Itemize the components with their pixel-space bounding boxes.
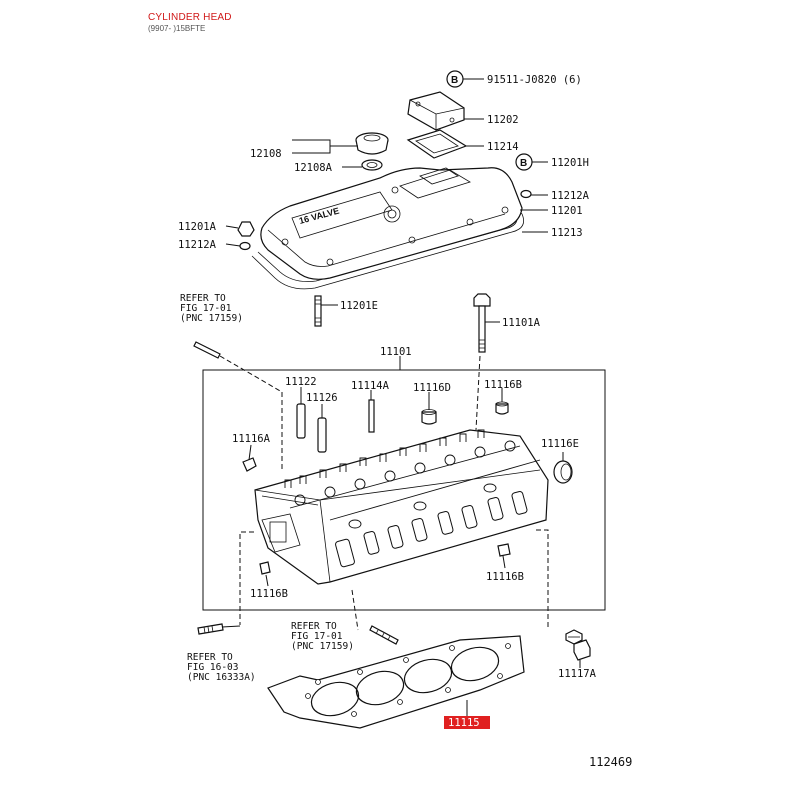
- label-11201a[interactable]: 11201A: [178, 221, 217, 233]
- label-11117a[interactable]: 11117A: [558, 668, 597, 680]
- label-11116b-top[interactable]: 11116B: [484, 379, 522, 391]
- plug-11116d[interactable]: [421, 409, 437, 425]
- label-11116b-left[interactable]: 11116B: [250, 588, 288, 600]
- cylinder-head[interactable]: [254, 429, 549, 585]
- bolt-marker-top[interactable]: B: [446, 70, 464, 88]
- ventilation-case-gasket[interactable]: [406, 129, 468, 159]
- ref-line: REFER TO: [180, 293, 226, 304]
- ref-line: FIG 16-03: [187, 662, 238, 673]
- cylinder-head-gasket[interactable]: [267, 635, 525, 729]
- ref-line: (PNC 17159): [291, 641, 354, 652]
- exhaust-stud-lower-mid[interactable]: [369, 625, 399, 645]
- bolt-11101a[interactable]: [473, 293, 491, 353]
- label-11201h[interactable]: 11201H: [551, 157, 589, 169]
- reference-note-top-left[interactable]: REFER TO FIG 17-01 (PNC 17159): [180, 293, 243, 324]
- highlighted-part-marker[interactable]: [444, 716, 490, 729]
- label-12108[interactable]: 12108: [250, 148, 282, 160]
- ref-line: (PNC 17159): [180, 313, 243, 324]
- label-11202[interactable]: 11202: [487, 114, 519, 126]
- stud-11201e[interactable]: [314, 295, 322, 327]
- cover-seal-washer-right[interactable]: [520, 189, 532, 199]
- ref-line: (PNC 16333A): [187, 672, 256, 683]
- diagram-subtitle: (9907- )15BFTE: [148, 24, 206, 33]
- exhaust-stud-lower-left[interactable]: [197, 623, 224, 635]
- oil-filler-cap[interactable]: [355, 132, 389, 155]
- valve-cover-gasket[interactable]: [251, 195, 525, 290]
- label-11126[interactable]: 11126: [306, 392, 338, 404]
- label-11116e[interactable]: 11116E: [541, 438, 579, 450]
- bolt-marker-letter: B: [520, 158, 527, 169]
- label-11214[interactable]: 11214: [487, 141, 519, 153]
- ventilation-case-cover[interactable]: [407, 91, 465, 131]
- reference-note-bottom-mid[interactable]: REFER TO FIG 17-01 (PNC 17159): [291, 621, 354, 652]
- diagram-title: CYLINDER HEAD: [148, 12, 232, 23]
- label-11213[interactable]: 11213: [551, 227, 583, 239]
- label-11212a-right[interactable]: 11212A: [551, 190, 590, 202]
- exhaust-stud-upper[interactable]: [193, 341, 221, 359]
- ref-line: REFER TO: [291, 621, 337, 632]
- label-12108a[interactable]: 12108A: [294, 162, 333, 174]
- label-11122[interactable]: 11122: [285, 376, 317, 388]
- label-11116a[interactable]: 11116A: [232, 433, 271, 445]
- label-11101a[interactable]: 11101A: [502, 317, 541, 329]
- label-11201e[interactable]: 11201E: [340, 300, 378, 312]
- cover-grommet-left[interactable]: [237, 221, 255, 237]
- plug-11116b-mid[interactable]: [497, 543, 511, 557]
- ref-line: REFER TO: [187, 652, 233, 663]
- plug-11116b-left[interactable]: [259, 561, 271, 575]
- diagram-number: 112469: [589, 755, 632, 769]
- label-11115[interactable]: 11115: [448, 717, 480, 729]
- ref-line: FIG 17-01: [180, 303, 232, 314]
- label-11212a-left[interactable]: 11212A: [178, 239, 217, 251]
- label-11116b-mid[interactable]: 11116B: [486, 571, 524, 583]
- bolt-marker-letter: B: [451, 75, 458, 86]
- valve-guide-bush[interactable]: [296, 403, 306, 439]
- valve-cover[interactable]: 16 VALVE: [260, 167, 523, 280]
- label-11116d[interactable]: 11116D: [413, 382, 451, 394]
- reference-note-bottom-left[interactable]: REFER TO FIG 16-03 (PNC 16333A): [187, 652, 256, 683]
- plug-11116b-top[interactable]: [495, 401, 509, 415]
- plug-11116a[interactable]: [242, 457, 257, 472]
- valve-guide-bush-b[interactable]: [317, 417, 327, 453]
- label-11101[interactable]: 11101: [380, 346, 412, 358]
- oil-filler-cap-gasket[interactable]: [361, 159, 383, 171]
- label-11201[interactable]: 11201: [551, 205, 583, 217]
- cover-seal-washer-left[interactable]: [239, 241, 251, 251]
- label-91511-j0820[interactable]: 91511-J0820 (6): [487, 74, 582, 86]
- label-11114a[interactable]: 11114A: [351, 380, 390, 392]
- stud-11114a[interactable]: [368, 399, 375, 433]
- bolt-marker-mid[interactable]: B: [515, 153, 533, 171]
- plug-11116e[interactable]: [553, 460, 573, 484]
- cylinder-head-assembly-frame: [202, 369, 606, 611]
- ref-line: FIG 17-01: [291, 631, 343, 642]
- water-drain-plug-11117a[interactable]: [565, 629, 591, 661]
